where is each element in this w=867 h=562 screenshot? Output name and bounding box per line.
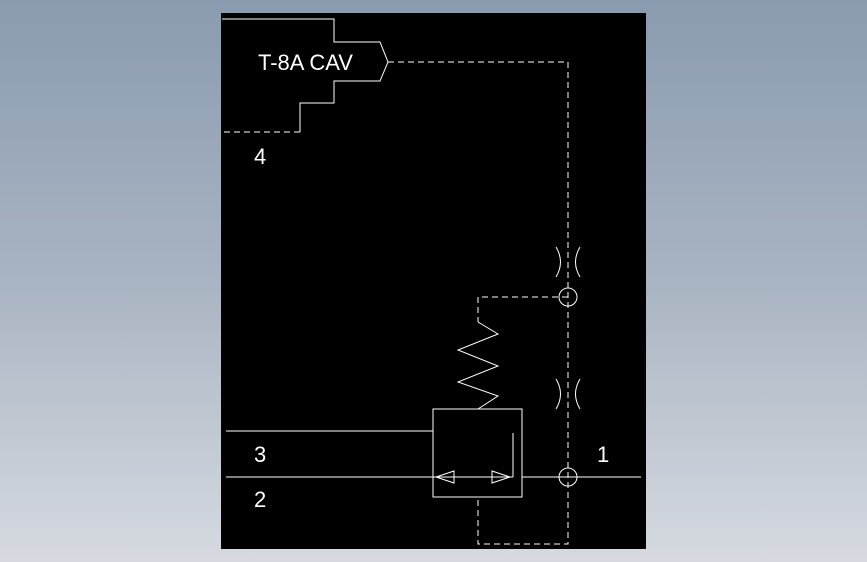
flow-path-inner bbox=[433, 433, 514, 478]
pilot-branch-to-spring bbox=[477, 296, 568, 322]
port-1-label: 1 bbox=[597, 442, 609, 467]
orifice-symbol-lower bbox=[555, 378, 581, 410]
orifice-symbol-upper bbox=[555, 246, 581, 278]
port-4-label: 4 bbox=[254, 144, 266, 169]
valve-envelope bbox=[432, 408, 523, 498]
port-3-label: 3 bbox=[254, 442, 266, 467]
flow-arrow-right bbox=[491, 470, 512, 484]
pilot-line bbox=[388, 61, 569, 545]
cartridge-body-outline bbox=[222, 18, 389, 132]
port-2-label: 2 bbox=[254, 487, 266, 512]
cartridge-label: T-8A CAV bbox=[258, 50, 353, 75]
flow-arrow-left bbox=[434, 470, 455, 484]
spring-symbol bbox=[456, 321, 500, 410]
pilot-junction-circle bbox=[558, 287, 578, 307]
